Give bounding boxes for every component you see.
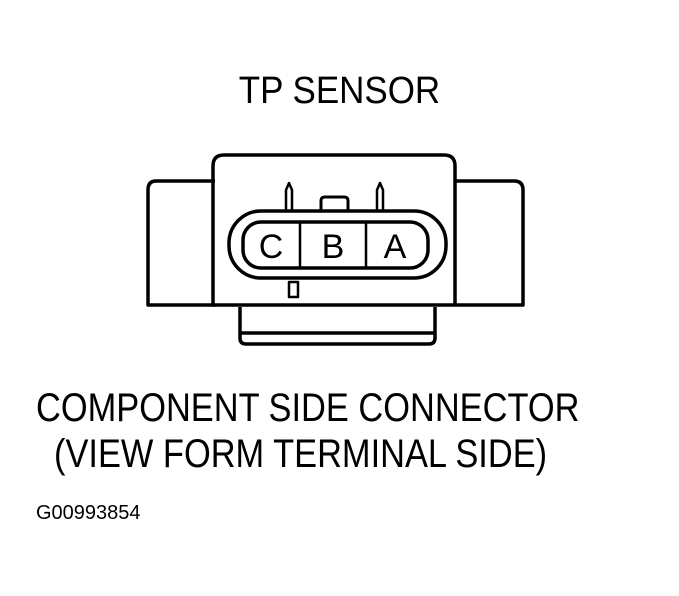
- terminal-label-b: B: [322, 228, 345, 266]
- left-latch-tab: [146, 179, 215, 307]
- terminal-housing-inner: [241, 220, 430, 270]
- right-latch-tab: [455, 179, 525, 307]
- diagram-title: TP SENSOR: [238, 70, 441, 112]
- lower-pin-stub: [287, 280, 300, 299]
- figure-code: G00993854: [36, 502, 141, 524]
- pin-left: [284, 181, 294, 210]
- caption-line-2: (VIEW FORM TERMINAL SIDE): [54, 432, 548, 476]
- terminal-label-a: A: [384, 228, 407, 266]
- terminal-label-c: C: [259, 228, 284, 266]
- connector-body: [211, 153, 457, 307]
- caption-line-1: COMPONENT SIDE CONNECTOR: [36, 386, 580, 430]
- terminal-housing-outer: [227, 209, 448, 280]
- key-tab: [319, 195, 350, 210]
- pin-right: [375, 181, 385, 210]
- connector-skirt: [238, 307, 437, 346]
